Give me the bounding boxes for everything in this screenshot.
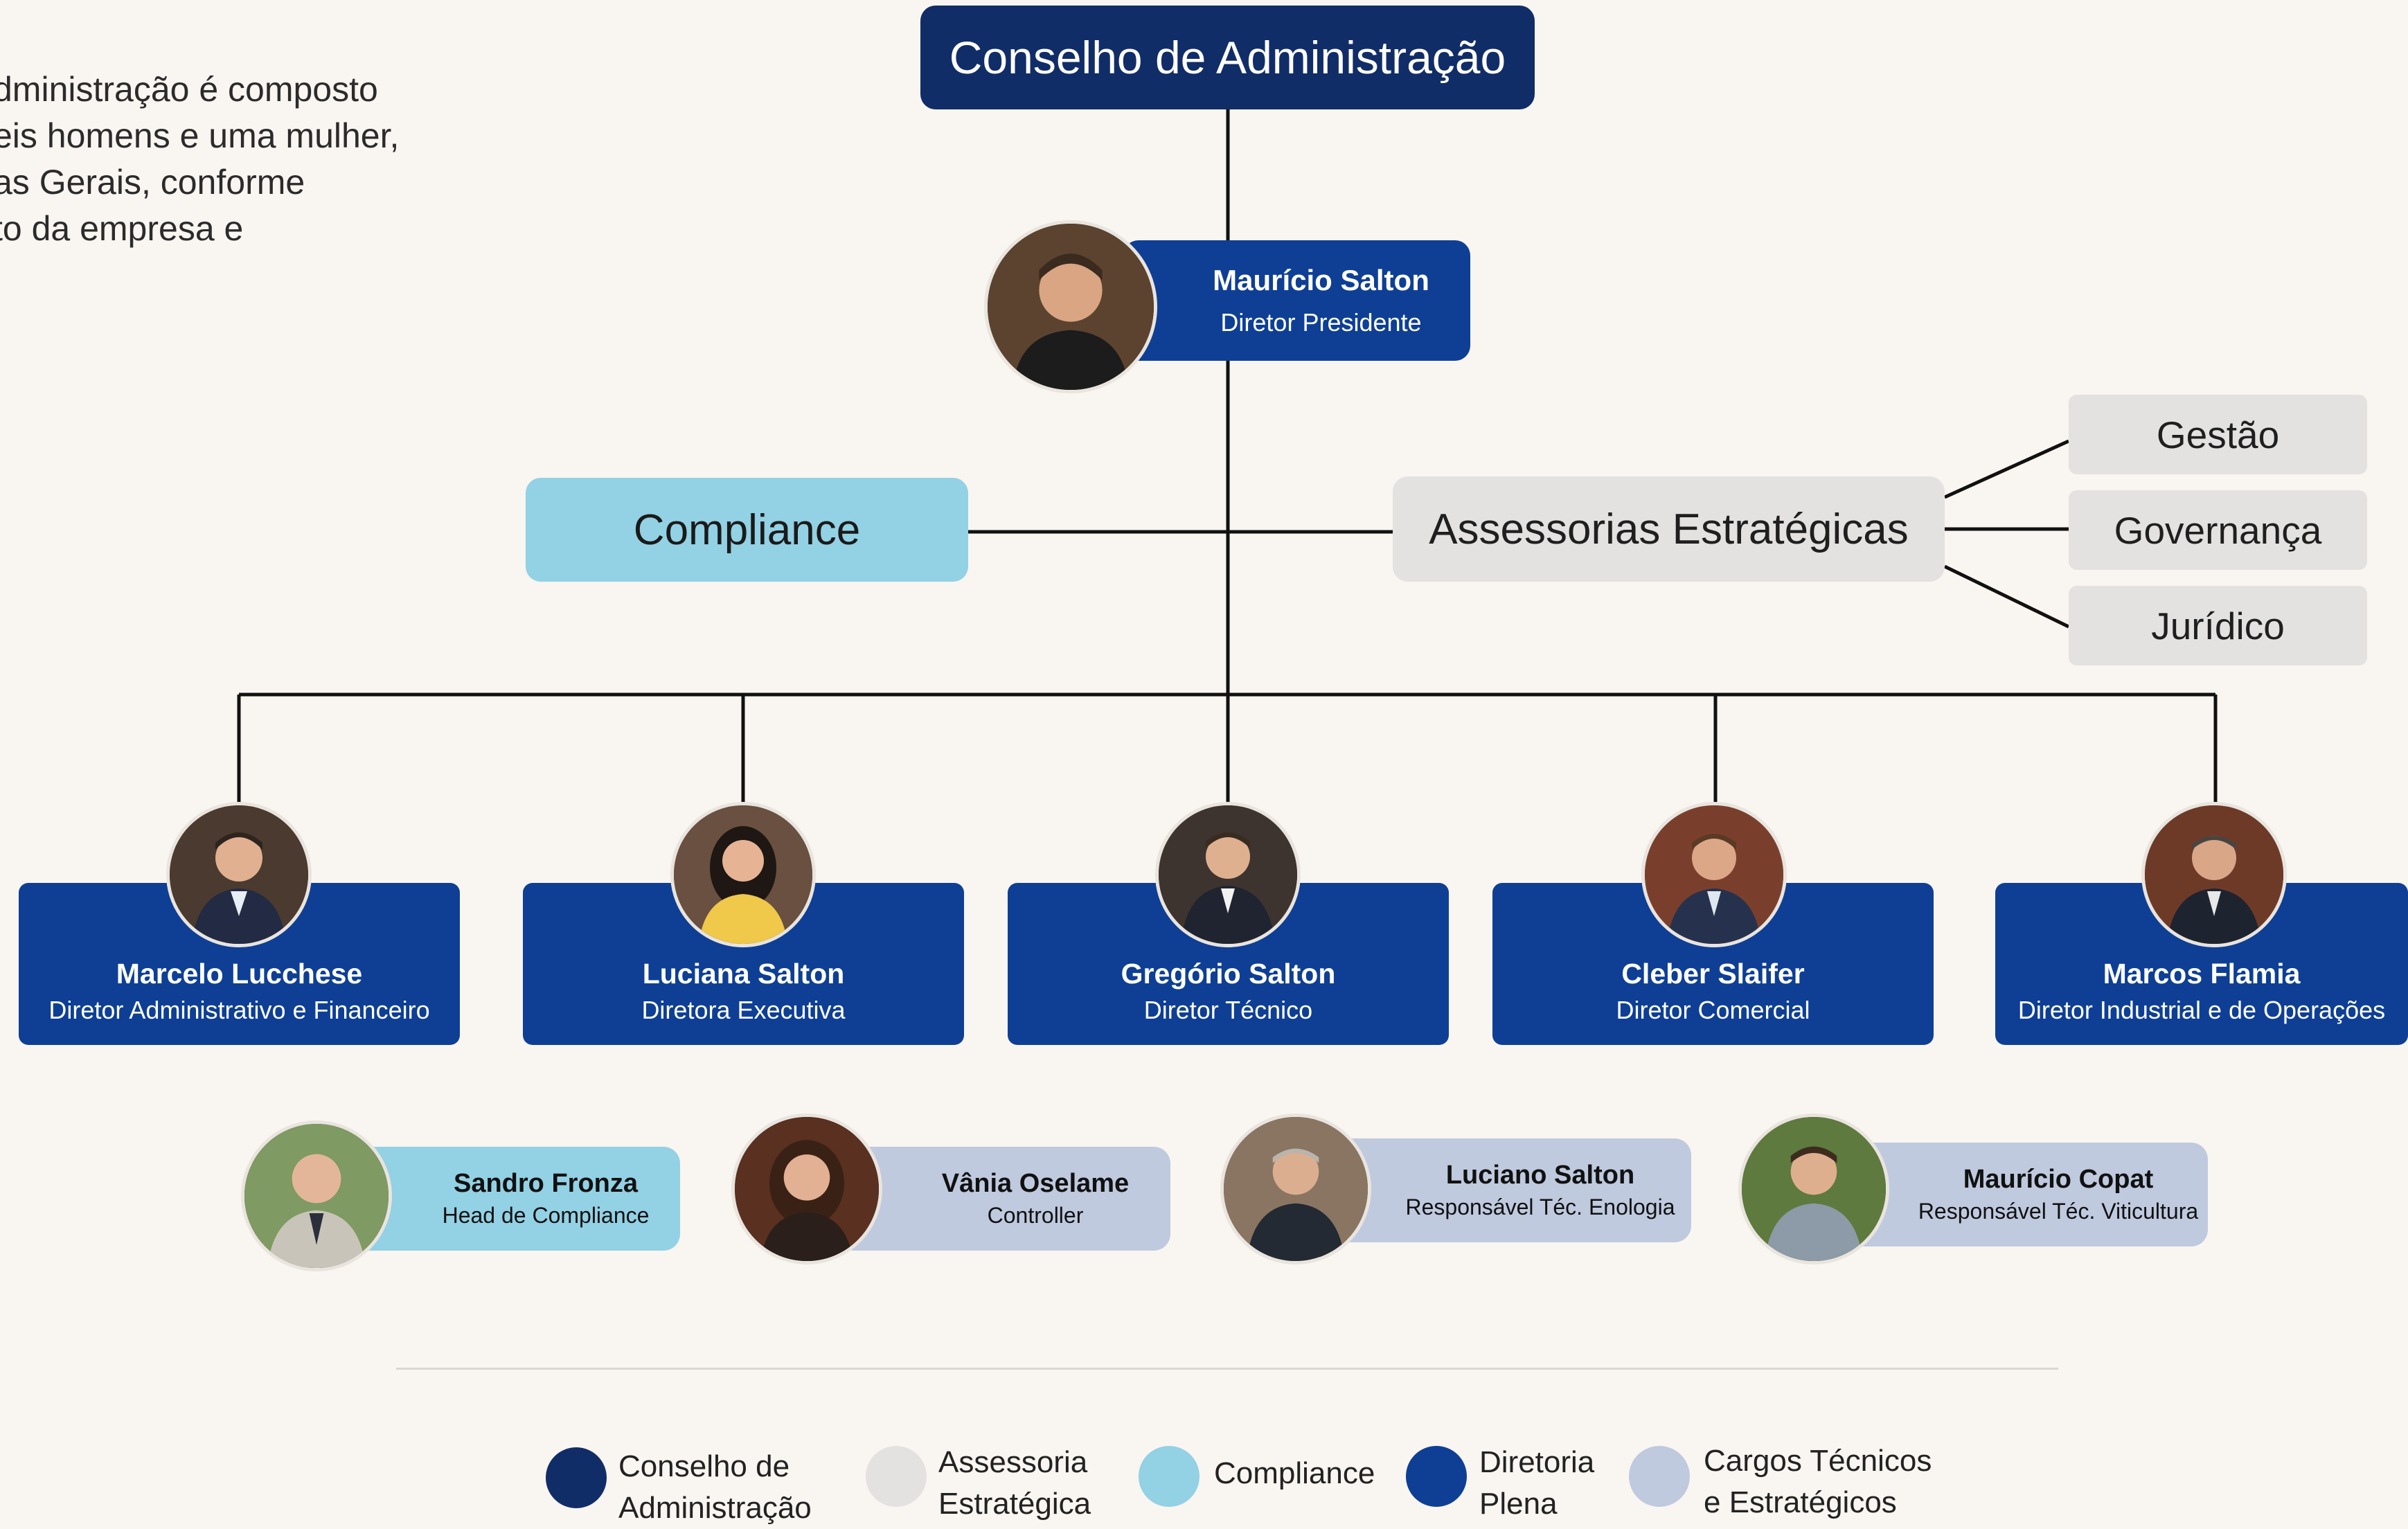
technical-name: Vânia Oselame bbox=[941, 1169, 1130, 1198]
legend-label-board: Conselho de Administração bbox=[618, 1449, 812, 1525]
advisory-gestao-node: Gestão bbox=[2069, 395, 2367, 474]
director-name: Cleber Slaifer bbox=[1621, 958, 1805, 990]
person-photo-icon bbox=[1224, 1117, 1368, 1261]
director-avatar bbox=[166, 802, 312, 947]
assessorias-node: Assessorias Estratégicas bbox=[1393, 476, 1945, 582]
director-role: Diretora Executiva bbox=[641, 996, 846, 1024]
director-name: Gregório Salton bbox=[1121, 958, 1336, 990]
president-node: Maurício Salton Diretor Presidente bbox=[1123, 240, 1470, 361]
legend-divider bbox=[396, 1368, 2058, 1370]
person-photo-icon bbox=[988, 224, 1154, 390]
director-card: Marcelo Lucchese Diretor Administrativo … bbox=[19, 883, 460, 1045]
technical-card: Luciano Salton Responsável Téc. Enologia bbox=[1327, 1138, 1691, 1242]
technical-role: Responsável Téc. Viticultura bbox=[1918, 1199, 2199, 1224]
technical-avatar bbox=[731, 1114, 882, 1264]
intro-line: to da empresa e bbox=[0, 209, 244, 248]
president-avatar bbox=[984, 220, 1157, 393]
legend-swatch-director bbox=[1406, 1446, 1467, 1507]
technical-card: Sandro Fronza Head de Compliance bbox=[349, 1147, 680, 1251]
advisory-juridico-node: Jurídico bbox=[2069, 586, 2367, 665]
president-role: Diretor Presidente bbox=[1220, 308, 1422, 337]
intro-line: eis homens e uma mulher, bbox=[0, 116, 400, 155]
director-role: Diretor Administrativo e Financeiro bbox=[48, 996, 430, 1024]
legend-label-technical: Cargos Técnicos e Estratégicos bbox=[1704, 1444, 1932, 1519]
technical-avatar bbox=[1220, 1114, 1371, 1264]
director-role: Diretor Técnico bbox=[1143, 996, 1313, 1024]
board-node: Conselho de Administração bbox=[920, 6, 1535, 109]
technical-name: Luciano Salton bbox=[1445, 1161, 1635, 1190]
person-photo-icon bbox=[1645, 805, 1783, 944]
legend-label-advisory: Assessoria Estratégica bbox=[938, 1445, 1091, 1521]
person-photo-icon bbox=[735, 1117, 879, 1261]
person-photo-icon bbox=[244, 1124, 389, 1268]
technical-role: Controller bbox=[987, 1203, 1084, 1228]
person-photo-icon bbox=[170, 805, 308, 944]
director-name: Marcos Flamia bbox=[2103, 958, 2301, 990]
director-name: Marcelo Lucchese bbox=[116, 958, 363, 990]
legend-label-compliance: Compliance bbox=[1214, 1456, 1375, 1490]
director-role: Diretor Comercial bbox=[1616, 996, 1810, 1024]
legend-swatch-compliance bbox=[1139, 1446, 1199, 1507]
director-avatar bbox=[1155, 802, 1301, 947]
director-avatar bbox=[670, 802, 816, 947]
advisory-label: Jurídico bbox=[2151, 604, 2285, 647]
director-avatar bbox=[2141, 802, 2287, 947]
compliance-node: Compliance bbox=[526, 478, 968, 582]
advisory-label: Governança bbox=[2114, 508, 2322, 552]
technical-avatar bbox=[241, 1120, 392, 1271]
technical-name: Sandro Fronza bbox=[453, 1169, 639, 1198]
legend-swatch-board bbox=[546, 1447, 607, 1508]
advisory-label: Gestão bbox=[2156, 413, 2280, 456]
technical-role: Responsável Téc. Enologia bbox=[1405, 1195, 1675, 1219]
president-name: Maurício Salton bbox=[1213, 264, 1429, 296]
advisory-governanca-node: Governança bbox=[2069, 490, 2367, 570]
legend-swatch-technical bbox=[1629, 1446, 1690, 1507]
director-card: Gregório Salton Diretor Técnico bbox=[1008, 883, 1449, 1045]
person-photo-icon bbox=[674, 805, 812, 944]
intro-line: as Gerais, conforme bbox=[0, 163, 305, 202]
board-label: Conselho de Administração bbox=[949, 32, 1506, 83]
person-photo-icon bbox=[1742, 1117, 1886, 1261]
person-photo-icon bbox=[2145, 805, 2283, 944]
technical-card: Vânia Oselame Controller bbox=[838, 1147, 1170, 1251]
technical-card: Maurício Copat Responsável Téc. Viticult… bbox=[1846, 1143, 2208, 1246]
director-name: Luciana Salton bbox=[642, 958, 845, 990]
technical-name: Maurício Copat bbox=[1963, 1165, 2154, 1194]
legend-swatch-advisory bbox=[866, 1446, 927, 1507]
intro-paragraph: dministração é composto eis homens e uma… bbox=[0, 66, 399, 252]
gestao-branch-line bbox=[1943, 439, 2070, 499]
assessorias-label: Assessorias Estratégicas bbox=[1429, 505, 1909, 553]
technical-role: Head de Compliance bbox=[442, 1203, 650, 1228]
director-avatar bbox=[1641, 802, 1787, 947]
intro-line: dministração é composto bbox=[0, 70, 378, 109]
technical-avatar bbox=[1738, 1114, 1889, 1264]
legend-label-director: Diretoria Plena bbox=[1479, 1445, 1595, 1521]
director-role: Diretor Industrial e de Operações bbox=[2017, 996, 2386, 1024]
compliance-label: Compliance bbox=[633, 506, 861, 554]
juridico-branch-line bbox=[1943, 564, 2070, 629]
person-photo-icon bbox=[1159, 805, 1297, 944]
